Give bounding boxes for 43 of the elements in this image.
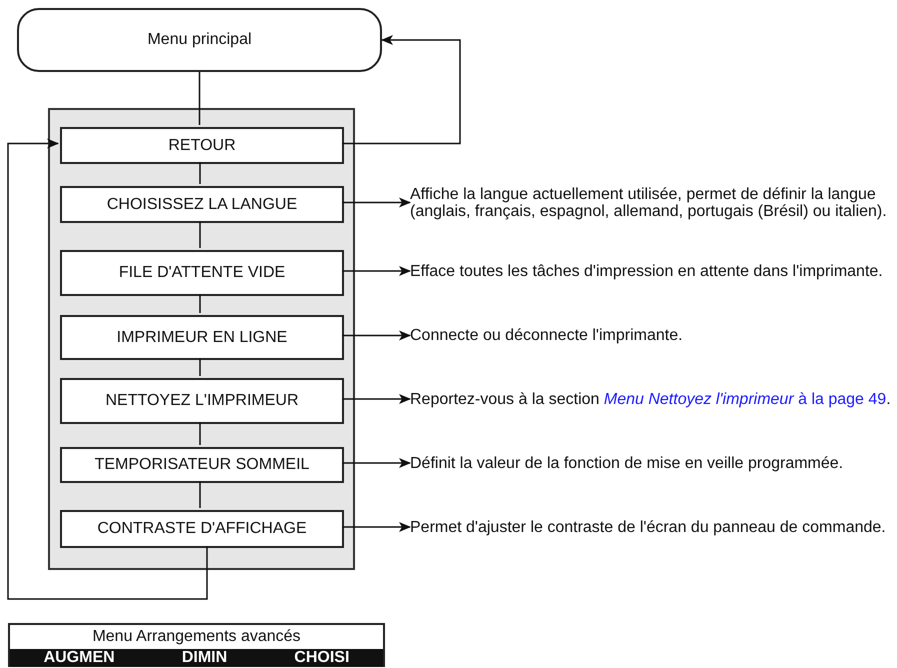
softkey-label: CHOISI: [294, 649, 350, 667]
connector-line: [199, 422, 201, 445]
menu-label: RETOUR: [168, 136, 236, 156]
menu-label: Menu principal: [147, 30, 252, 50]
connector-line: [199, 294, 201, 313]
menu-item-box: [60, 127, 344, 164]
menu-panel: [48, 108, 355, 570]
arrow: [342, 458, 411, 468]
arrow: [342, 522, 411, 532]
menu-label: CHOISISSEZ LA LANGUE: [106, 194, 298, 214]
menu-label: FILE D'ATTENTE VIDE: [118, 263, 286, 283]
menu-item-box: [60, 510, 344, 548]
menu-item-box: [60, 315, 344, 360]
arrow: [342, 266, 411, 276]
description-text: Définit la valeur de la fonction de mise en veille programmée.: [410, 454, 844, 472]
connector-line: [199, 162, 201, 184]
arrow: [7, 138, 208, 600]
menu-label: TEMPORISATEUR SOMMEIL: [94, 455, 310, 475]
connector-line: [198, 72, 200, 125]
menu-label: CONTRASTE D'AFFICHAGE: [97, 519, 307, 539]
connector-line: [199, 221, 201, 248]
menu-item-box: [60, 250, 344, 296]
menu-item-box: [60, 447, 344, 483]
page-link: Menu Nettoyez l'imprimeur à la page 49: [604, 390, 886, 408]
description-text: Permet d'ajuster le contraste de l'écran du panneau de commande.: [410, 518, 886, 536]
main-menu-box: [17, 8, 382, 72]
arrow: [342, 330, 411, 340]
panel-title: Menu Arrangements avancés: [91, 627, 302, 647]
softkey-label: AUGMEN: [44, 649, 115, 667]
menu-item-box: [60, 378, 344, 424]
connector-line: [199, 481, 201, 508]
description-text: Reportez-vous à la section Menu Nettoyez l'imprimeur à la page 49.: [410, 390, 891, 408]
description-text: Efface toutes les tâches d'impression en attente dans l'imprimante.: [410, 262, 883, 280]
softkey-label: DIMIN: [182, 649, 228, 667]
arrow: [342, 198, 411, 208]
menu-label: NETTOYEZ L'IMPRIMEUR: [106, 391, 298, 411]
connector-line: [199, 358, 201, 376]
arrow: [342, 35, 461, 144]
description-text: Affiche la langue actuellement utilisée, permet de définir la langue (anglais, français, espagnol, allemand, portugais (Brésil) ou italien).: [410, 186, 888, 220]
arrow: [342, 394, 411, 404]
menu-item-box: [60, 186, 344, 223]
menu-label: IMPRIMEUR EN LIGNE: [116, 328, 288, 348]
description-text: Connecte ou déconnecte l'imprimante.: [410, 326, 683, 344]
